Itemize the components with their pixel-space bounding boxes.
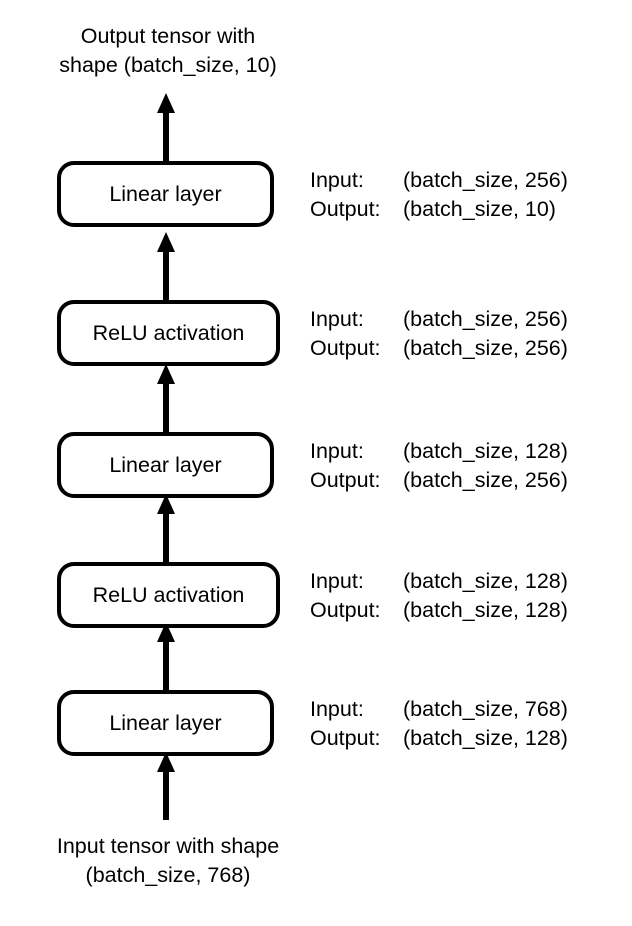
arrowhead-icon <box>157 93 175 113</box>
arrow-shaft <box>163 509 169 564</box>
node-relu-activation-lower[interactable]: ReLU activation <box>57 562 280 628</box>
arrowhead-icon <box>157 494 175 514</box>
node-label: Linear layer <box>109 452 222 477</box>
annotation-output-value: (batch_size, 128) <box>403 726 568 750</box>
annotation-output-row: Output: (batch_size, 10) <box>310 195 568 224</box>
node-relu-activation-upper[interactable]: ReLU activation <box>57 300 280 366</box>
arrow-node1-to-node0 <box>157 232 175 302</box>
arrow-shaft <box>163 767 169 820</box>
node-linear-layer-middle[interactable]: Linear layer <box>57 432 274 498</box>
annotation-output-value: (batch_size, 10) <box>403 197 556 221</box>
annotation-output-key: Output: <box>310 336 381 360</box>
arrow-shaft <box>163 247 169 302</box>
annotation-output-row: Output: (batch_size, 128) <box>310 596 568 625</box>
annotation-output-key: Output: <box>310 598 381 622</box>
node-label: ReLU activation <box>92 320 245 345</box>
annotation-input-row: Input: (batch_size, 256) <box>310 305 568 334</box>
arrow-node4-to-node3 <box>157 622 175 692</box>
annotation-input-value: (batch_size, 256) <box>403 168 568 192</box>
node-label: Linear layer <box>109 181 222 206</box>
output-tensor-caption: Output tensor with shape (batch_size, 10… <box>59 24 277 77</box>
annotation-output-value: (batch_size, 256) <box>403 336 568 360</box>
node-label: ReLU activation <box>92 582 245 607</box>
arrowhead-icon <box>157 752 175 772</box>
arrow-shaft <box>163 108 169 163</box>
annotation-input-value: (batch_size, 128) <box>403 569 568 593</box>
annotation-input-value: (batch_size, 768) <box>403 697 568 721</box>
annotation-input-row: Input: (batch_size, 256) <box>310 166 568 195</box>
annotation-input-row: Input: (batch_size, 128) <box>310 567 568 596</box>
annotation-input-value: (batch_size, 128) <box>403 439 568 463</box>
arrowhead-icon <box>157 364 175 384</box>
node-label: Linear layer <box>109 710 222 735</box>
arrow-shaft <box>163 379 169 434</box>
annotation-output-row: Output: (batch_size, 128) <box>310 724 568 753</box>
annotation-input-key: Input: <box>310 168 364 192</box>
arrow-from-input <box>157 752 175 820</box>
annotation-input-row: Input: (batch_size, 768) <box>310 695 568 724</box>
annotation-output-value: (batch_size, 128) <box>403 598 568 622</box>
annotation-node-1: Input: (batch_size, 256) Output: (batch_… <box>310 305 568 363</box>
node-linear-layer-input[interactable]: Linear layer <box>57 690 274 756</box>
annotation-output-row: Output: (batch_size, 256) <box>310 466 568 495</box>
annotation-input-row: Input: (batch_size, 128) <box>310 437 568 466</box>
annotation-input-key: Input: <box>310 307 364 331</box>
node-linear-layer-output[interactable]: Linear layer <box>57 161 274 227</box>
annotation-node-4: Input: (batch_size, 768) Output: (batch_… <box>310 695 568 753</box>
annotation-input-value: (batch_size, 256) <box>403 307 568 331</box>
annotation-input-key: Input: <box>310 697 364 721</box>
arrow-node2-to-node1 <box>157 364 175 434</box>
annotation-output-key: Output: <box>310 468 381 492</box>
input-tensor-caption: Input tensor with shape (batch_size, 768… <box>56 834 280 887</box>
annotation-output-value: (batch_size, 256) <box>403 468 568 492</box>
annotation-node-2: Input: (batch_size, 128) Output: (batch_… <box>310 437 568 495</box>
annotation-node-0: Input: (batch_size, 256) Output: (batch_… <box>310 166 568 224</box>
arrow-shaft <box>163 637 169 692</box>
arrow-node3-to-node2 <box>157 494 175 564</box>
annotation-output-row: Output: (batch_size, 256) <box>310 334 568 363</box>
annotation-input-key: Input: <box>310 439 364 463</box>
annotation-node-3: Input: (batch_size, 128) Output: (batch_… <box>310 567 568 625</box>
annotation-output-key: Output: <box>310 726 381 750</box>
arrow-to-output <box>157 93 175 163</box>
annotation-input-key: Input: <box>310 569 364 593</box>
annotation-output-key: Output: <box>310 197 381 221</box>
arrowhead-icon <box>157 232 175 252</box>
